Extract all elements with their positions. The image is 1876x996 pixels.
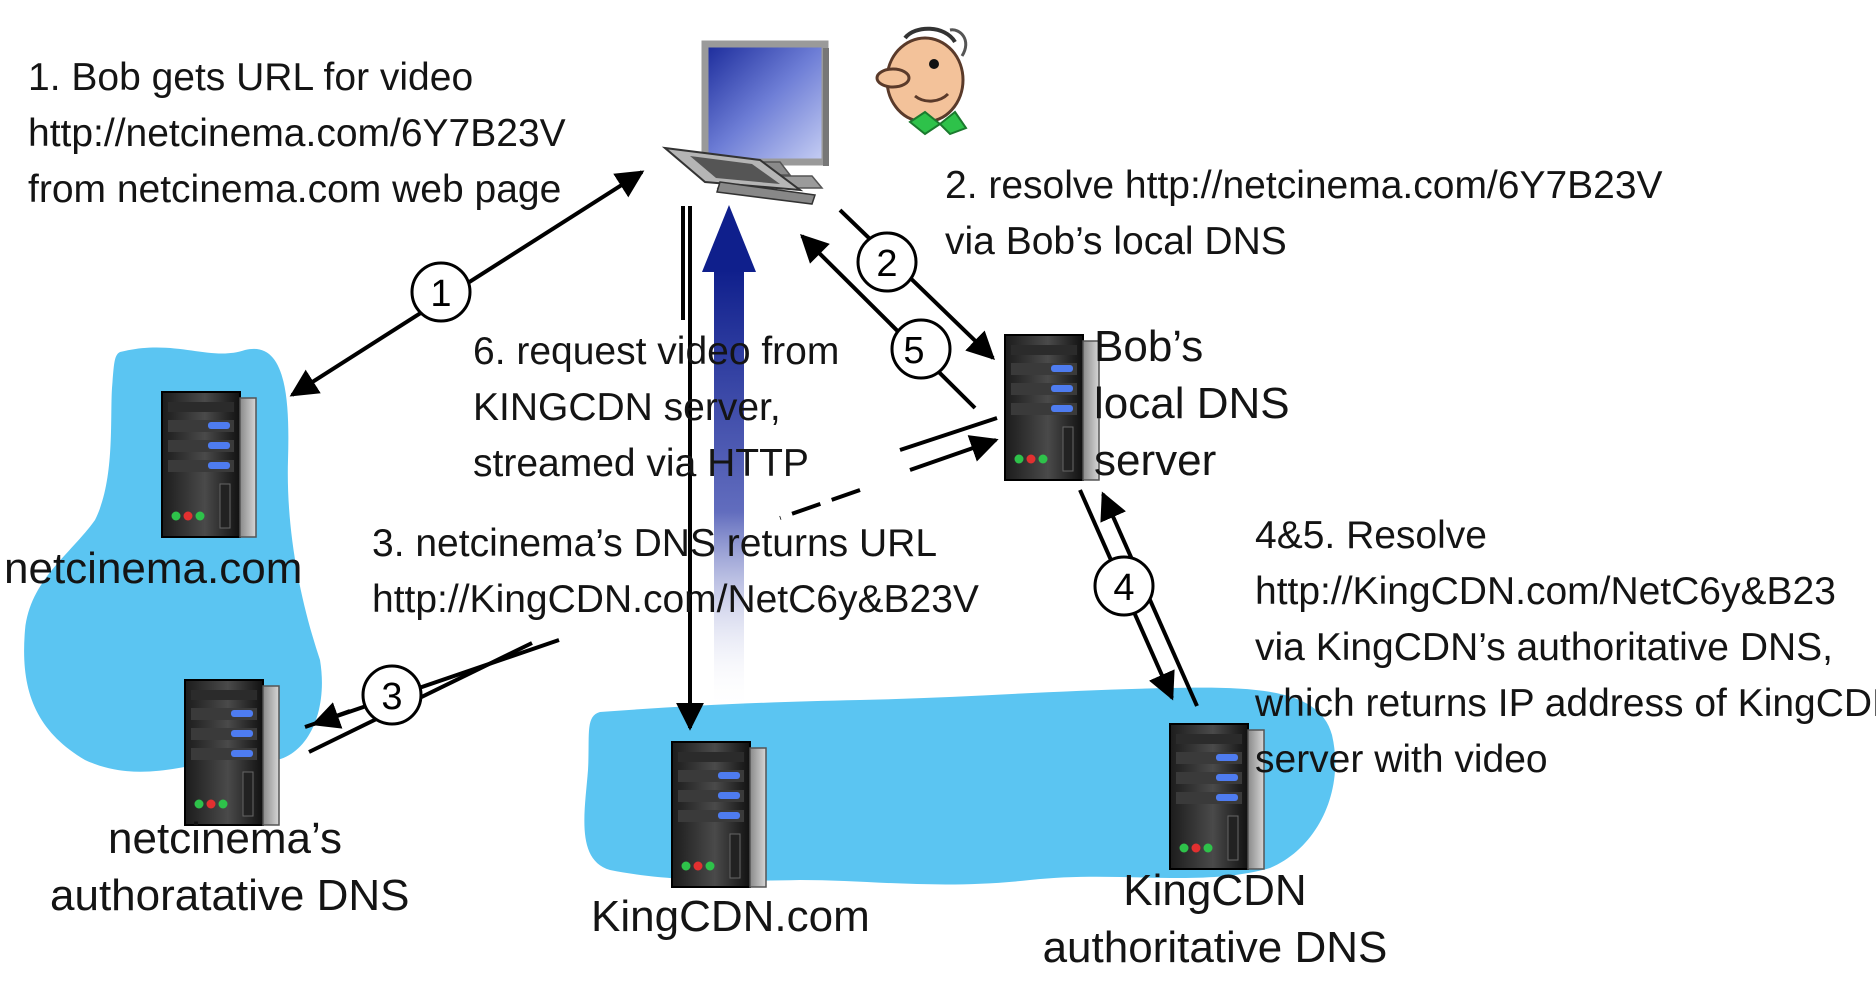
arrow-3-lower-head	[311, 702, 351, 729]
marker-3-label: 3	[381, 676, 402, 718]
step45-line-2: http://KingCDN.com/NetC6y&B23	[1255, 570, 1836, 613]
marker-2: 2	[856, 231, 918, 293]
netcinema-dns-line-2: authoratative DNS	[50, 871, 410, 920]
step6-caption: 6. request video from KINGCDN server, st…	[473, 324, 839, 492]
desktop-computer-icon	[661, 40, 829, 205]
netcinema-dns-line-1: netcinema’s	[108, 814, 342, 863]
kingcdn-name: KingCDN.com	[591, 892, 870, 941]
arrow-5	[800, 234, 977, 410]
kingcdn-cloud	[584, 687, 1336, 885]
arrow-3-dash	[779, 488, 861, 520]
step45-caption: 4&5. Resolve http://KingCDN.com/NetC6y&B…	[1255, 508, 1876, 788]
kingcdn-label: KingCDN.com	[591, 888, 870, 945]
marker-5: 5	[890, 318, 952, 380]
step1-caption: 1. Bob gets URL for video http://netcine…	[28, 50, 566, 218]
marker-5-label: 5	[903, 330, 924, 372]
local-dns-line-2: local DNS	[1094, 379, 1290, 428]
step2-line-2: via Bob’s local DNS	[945, 220, 1287, 263]
step45-line-4: which returns IP address of KingCDN	[1255, 682, 1876, 725]
netcinema-label: netcinema.com	[4, 540, 302, 597]
step3-line-2: http://KingCDN.com/NetC6y&B23V	[372, 578, 979, 621]
step45-line-3: via KingCDN’s authoritative DNS,	[1255, 626, 1834, 669]
step2-caption: 2. resolve http://netcinema.com/6Y7B23V …	[945, 158, 1663, 270]
step3-line-1: 3. netcinema’s DNS returns URL	[372, 522, 938, 565]
netcinema-dns-label: netcinema’s authoratative DNS	[50, 810, 410, 924]
bob-cartoon-icon	[875, 26, 968, 136]
marker-4-label: 4	[1113, 567, 1134, 609]
step1-line-2: http://netcinema.com/6Y7B23V	[28, 112, 566, 155]
local-dns-line-3: server	[1094, 436, 1217, 485]
step6-line-1: 6. request video from	[473, 330, 840, 373]
kingcdn-dns-line-1: KingCDN	[1123, 866, 1307, 915]
arrow-2	[838, 208, 996, 360]
marker-1-label: 1	[430, 273, 451, 315]
step6-line-3: streamed via HTTP	[473, 442, 809, 485]
marker-1: 1	[410, 261, 472, 323]
arrow-3-from-dns	[899, 416, 998, 452]
netcinema-name: netcinema.com	[4, 544, 303, 593]
local-dns-line-1: Bob’s	[1094, 322, 1204, 371]
local-dns-label: Bob’s local DNS server	[1094, 318, 1290, 489]
step45-line-1: 4&5. Resolve	[1255, 514, 1487, 557]
step1-line-1: 1. Bob gets URL for video	[28, 56, 474, 99]
marker-4: 4	[1093, 555, 1155, 617]
arrow-3-to-dns	[909, 435, 999, 472]
step1-line-3: from netcinema.com web page	[28, 168, 562, 211]
marker-2-label: 2	[876, 243, 897, 285]
step2-line-1: 2. resolve http://netcinema.com/6Y7B23V	[945, 164, 1663, 207]
video-stream-arrow	[702, 205, 756, 710]
marker-3: 3	[361, 664, 423, 726]
step6-line-2: KINGCDN server,	[473, 386, 781, 429]
kingcdn-dns-line-2: authoritative DNS	[1042, 923, 1388, 972]
step45-line-5: server with video	[1255, 738, 1548, 781]
step3-caption: 3. netcinema’s DNS returns URL http://Ki…	[372, 516, 979, 628]
kingcdn-dns-label: KingCDN authoritative DNS	[1035, 862, 1395, 976]
